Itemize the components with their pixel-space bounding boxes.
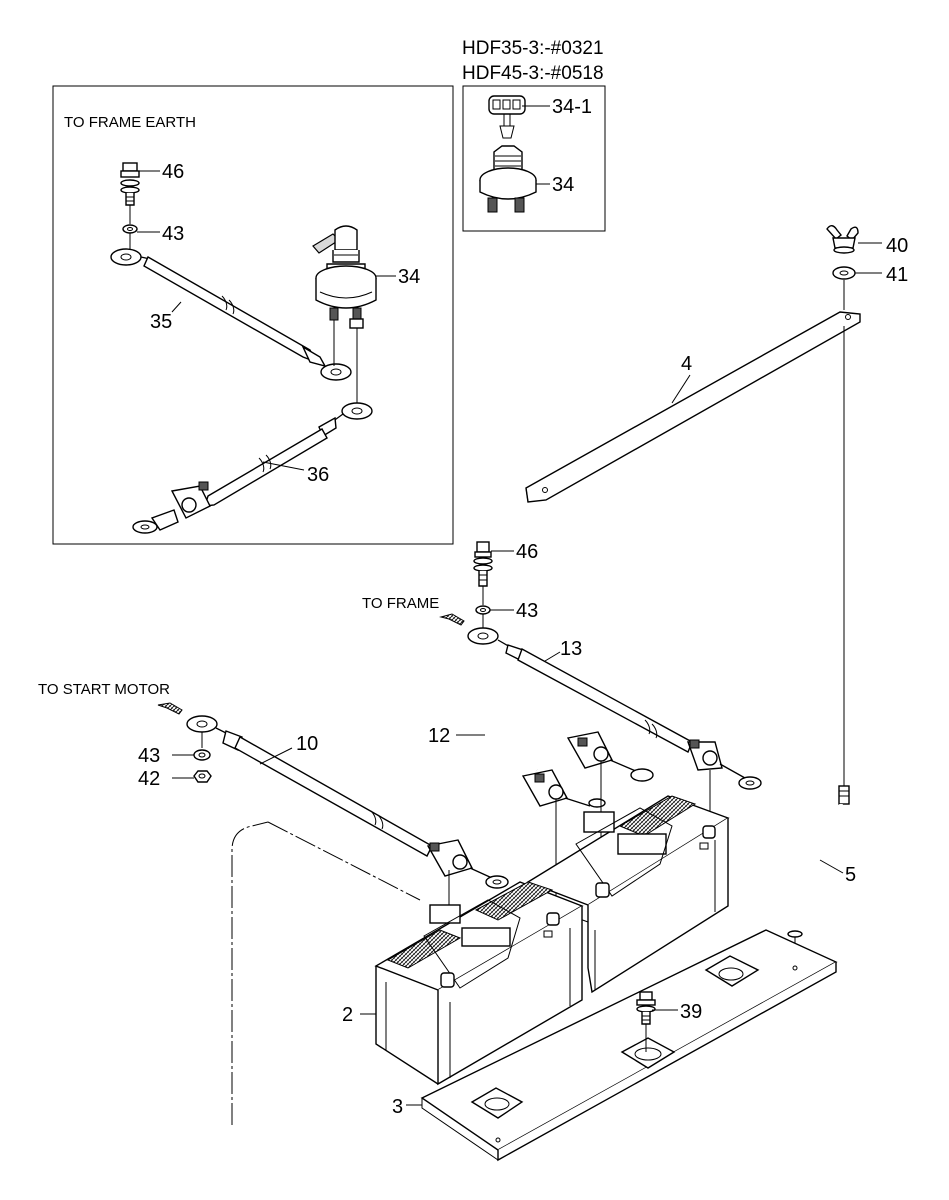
label-34-box: 34 bbox=[398, 266, 420, 288]
label-40: 40 bbox=[886, 235, 908, 257]
bolt-part-46 bbox=[473, 541, 493, 587]
model-range-1: HDF35-3:-#0321 bbox=[462, 38, 604, 59]
nut-part-42 bbox=[193, 770, 212, 783]
rod-part-4 bbox=[525, 311, 861, 503]
model-range-2: HDF45-3:-#0518 bbox=[462, 63, 604, 84]
battery-part-2 bbox=[374, 881, 584, 1086]
label-3: 3 bbox=[392, 1096, 403, 1118]
label-42: 42 bbox=[138, 768, 160, 790]
arrow-to-start-motor-icon bbox=[157, 702, 183, 715]
note-to-frame: TO FRAME bbox=[362, 595, 439, 612]
label-36: 36 bbox=[307, 464, 329, 486]
washer-part-43-box bbox=[122, 224, 138, 234]
frame-earth-box: TO FRAME EARTH 46 43 bbox=[52, 85, 454, 545]
bolt-part-39 bbox=[636, 991, 656, 1025]
tray-part-3 bbox=[420, 929, 838, 1162]
cable-part-10 bbox=[186, 715, 509, 889]
washer-part-43-motor bbox=[193, 749, 211, 761]
label-35: 35 bbox=[150, 311, 172, 333]
label-10: 10 bbox=[296, 733, 318, 755]
label-34-1: 34-1 bbox=[552, 96, 592, 118]
cable-part-13 bbox=[467, 627, 762, 790]
label-43-box: 43 bbox=[162, 223, 184, 245]
label-4: 4 bbox=[681, 353, 692, 375]
note-to-frame-earth: TO FRAME EARTH bbox=[64, 114, 196, 131]
washer-part-41 bbox=[832, 266, 856, 280]
frame-outline bbox=[231, 821, 269, 1125]
arrow-to-frame-icon bbox=[439, 613, 465, 626]
switch-part-34 bbox=[312, 225, 377, 329]
cable-part-36 bbox=[132, 402, 373, 534]
cable-part-35 bbox=[110, 248, 352, 381]
switch-part-34-inset bbox=[479, 145, 537, 213]
key-part-34-1 bbox=[488, 95, 526, 139]
label-43-frame: 43 bbox=[516, 600, 538, 622]
label-12: 12 bbox=[428, 725, 450, 747]
wing-nut-part-40 bbox=[826, 225, 859, 254]
label-13: 13 bbox=[560, 638, 582, 660]
connector-part-12 bbox=[478, 705, 654, 808]
label-46-box: 46 bbox=[162, 161, 184, 183]
label-46: 46 bbox=[516, 541, 538, 563]
label-5: 5 bbox=[845, 864, 856, 886]
label-39: 39 bbox=[680, 1001, 702, 1023]
label-2: 2 bbox=[342, 1004, 353, 1026]
bolt-part-46-box bbox=[120, 162, 140, 206]
washer-part-43-frame bbox=[475, 605, 491, 615]
note-to-start-motor: TO START MOTOR bbox=[38, 681, 170, 698]
label-43-motor: 43 bbox=[138, 745, 160, 767]
switch-inset-box: 34-1 34 bbox=[462, 85, 606, 232]
label-41: 41 bbox=[886, 264, 908, 286]
rod-part-5 bbox=[787, 785, 850, 938]
label-34-inset: 34 bbox=[552, 174, 574, 196]
